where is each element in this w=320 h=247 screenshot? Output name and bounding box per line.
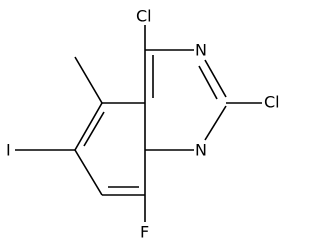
bond-n3-c2 [204, 59, 227, 98]
atom-label-n-upper: N [195, 41, 207, 60]
bond-c5-c6-inner [83, 111, 105, 147]
substituent-bonds [15, 25, 262, 222]
bond-n3-c2-inner [198, 65, 218, 100]
atom-label-n-lower: N [195, 141, 207, 160]
atom-label-iodo: I [6, 141, 11, 160]
bond-c5-c6 [74, 102, 103, 151]
pyrimidine-ring-bonds [144, 49, 227, 151]
bond-c5-methyl [74, 56, 103, 104]
atom-label-fluoro: F [140, 223, 149, 242]
bond-c6-c7 [74, 149, 103, 196]
bond-c2-n1 [204, 105, 227, 141]
atom-labels: Cl N Cl N I F [5, 7, 283, 242]
molecule-structure-diagram: Cl N Cl N I F [5, 6, 283, 242]
atom-label-cl-top: Cl [136, 7, 152, 26]
benzene-ring-bonds [74, 102, 146, 196]
atom-label-cl-right: Cl [264, 93, 280, 112]
